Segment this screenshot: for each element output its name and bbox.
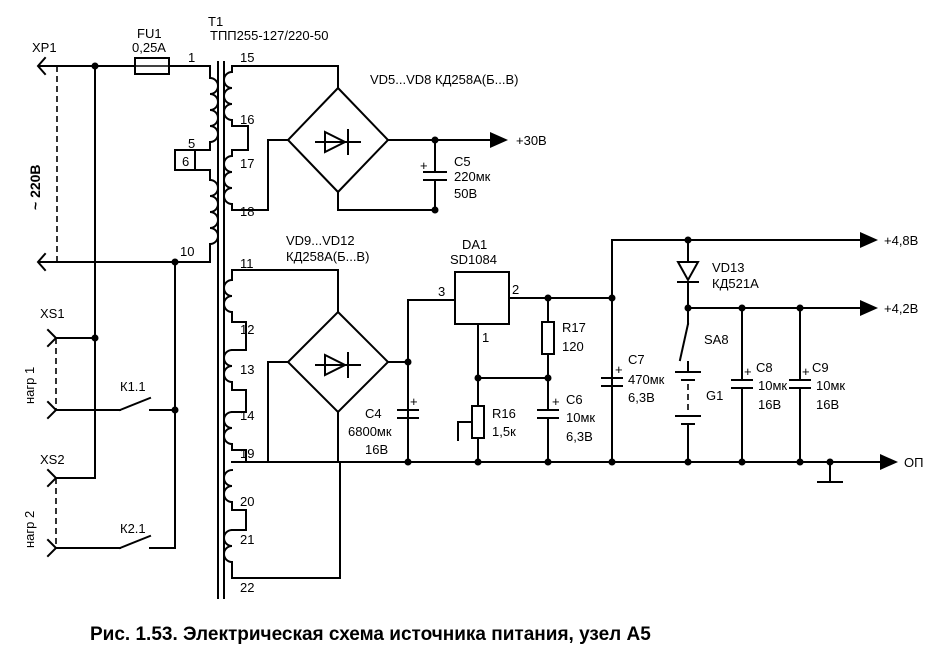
label-vd9-vd12: VD9...VD12	[286, 233, 355, 248]
label-r16: R16	[492, 406, 516, 421]
label-vd9-vd12-type: КД258А(Б...В)	[286, 249, 369, 264]
diode-vd13	[676, 239, 700, 312]
label-vd13: VD13	[712, 260, 745, 275]
label-c9-value2: 16В	[816, 397, 839, 412]
label-fu1-value: 0,25A	[132, 40, 166, 55]
label-fu1: FU1	[137, 26, 162, 41]
label-c7: C7	[628, 352, 645, 367]
label-c6-value2: 6,3В	[566, 429, 593, 444]
label-c7-value2: 6,3В	[628, 390, 655, 405]
label-k11: К1.1	[120, 379, 146, 394]
label-c8-value2: 16В	[758, 397, 781, 412]
label-vd5-vd8: VD5...VD8 КД258А(Б...В)	[370, 72, 518, 87]
label-c6-value1: 10мк	[566, 410, 595, 425]
label-t1: T1	[208, 14, 223, 29]
label-pin-22: 22	[240, 580, 254, 595]
label-c6-plus: +	[552, 394, 560, 409]
label-load2: нагр 2	[22, 511, 37, 548]
label-c8-plus: +	[744, 364, 752, 379]
label-da1-pin1: 1	[482, 330, 489, 345]
resistor-r17	[541, 297, 555, 379]
label-xs1: XS1	[40, 306, 65, 321]
capacitor-c8	[731, 307, 753, 463]
label-out-4v2: +4,2В	[884, 301, 918, 316]
label-pin-6: 6	[182, 154, 189, 169]
label-g1: G1	[706, 388, 723, 403]
figure-caption: Рис. 1.53. Электрическая схема источника…	[90, 624, 651, 645]
label-da1-pin3: 3	[438, 284, 445, 299]
label-da1: DA1	[462, 237, 487, 252]
label-load1: нагр 1	[22, 367, 37, 404]
label-r16-value: 1,5к	[492, 424, 516, 439]
load-xs1	[46, 328, 179, 420]
label-pin-21: 21	[240, 532, 254, 547]
resistor-r16	[457, 377, 485, 463]
rail-4v2	[687, 300, 878, 316]
label-c7-value1: 470мк	[628, 372, 665, 387]
label-pin-12: 12	[240, 322, 254, 337]
label-pin-5: 5	[188, 136, 195, 151]
label-pin-16: 16	[240, 112, 254, 127]
label-c9: C9	[812, 360, 829, 375]
label-c5-value1: 220мк	[454, 169, 491, 184]
label-c9-value1: 10мк	[816, 378, 845, 393]
label-xp1: XP1	[32, 40, 57, 55]
label-sa8: SA8	[704, 332, 729, 347]
label-pin-17: 17	[240, 156, 254, 171]
regulator-da1	[454, 271, 613, 382]
secondary-winding-lower	[223, 269, 341, 579]
label-xs2: XS2	[40, 452, 65, 467]
label-op: ОП	[904, 455, 923, 470]
label-pin-13: 13	[240, 362, 254, 377]
label-pin-14: 14	[240, 408, 254, 423]
label-c4-plus: +	[410, 394, 418, 409]
label-r17-value: 120	[562, 339, 584, 354]
label-c9-plus: +	[802, 364, 810, 379]
label-pin-10: 10	[180, 244, 194, 259]
mains-input	[36, 56, 211, 272]
capacitor-c6	[537, 377, 559, 463]
label-mains-voltage: ~ 220В	[27, 164, 43, 210]
label-da1-type: SD1084	[450, 252, 497, 267]
fuse-fu1	[134, 57, 211, 75]
switch-sa8-battery-g1	[675, 307, 701, 463]
label-c4-value2: 16В	[365, 442, 388, 457]
capacitor-c4	[397, 409, 419, 419]
label-pin-18: 18	[240, 204, 254, 219]
label-c4-value1: 6800мк	[348, 424, 392, 439]
label-pin-11: 11	[240, 256, 254, 271]
label-r17: R17	[562, 320, 586, 335]
label-pin-20: 20	[240, 494, 254, 509]
primary-winding	[174, 65, 219, 263]
label-t1-type: ТПП255-127/220-50	[210, 28, 328, 43]
capacitor-c9	[789, 307, 811, 463]
label-c4: C4	[365, 406, 382, 421]
rail-input	[404, 299, 456, 463]
label-pin-15: 15	[240, 50, 254, 65]
rail-common	[267, 454, 898, 483]
label-c8: C8	[756, 360, 773, 375]
label-c8-value1: 10мк	[758, 378, 787, 393]
label-c5-value2: 50В	[454, 186, 477, 201]
label-c7-plus: +	[615, 362, 623, 377]
bridge-vd5-vd8	[259, 65, 508, 211]
label-pin-1: 1	[188, 50, 195, 65]
label-pin-19: 19	[240, 446, 254, 461]
load-xs2	[46, 468, 176, 558]
label-vd13-type: КД521А	[712, 276, 759, 291]
label-c5: C5	[454, 154, 471, 169]
label-c5-plus: +	[420, 158, 428, 173]
secondary-winding-upper	[223, 65, 269, 211]
transformer-core	[217, 61, 225, 599]
rail-4v8	[601, 232, 878, 466]
label-out-30v: +30В	[516, 133, 547, 148]
label-k21: К2.1	[120, 521, 146, 536]
capacitor-c5	[423, 136, 447, 214]
label-c6: C6	[566, 392, 583, 407]
label-out-4v8: +4,8В	[884, 233, 918, 248]
label-da1-pin2: 2	[512, 282, 519, 297]
